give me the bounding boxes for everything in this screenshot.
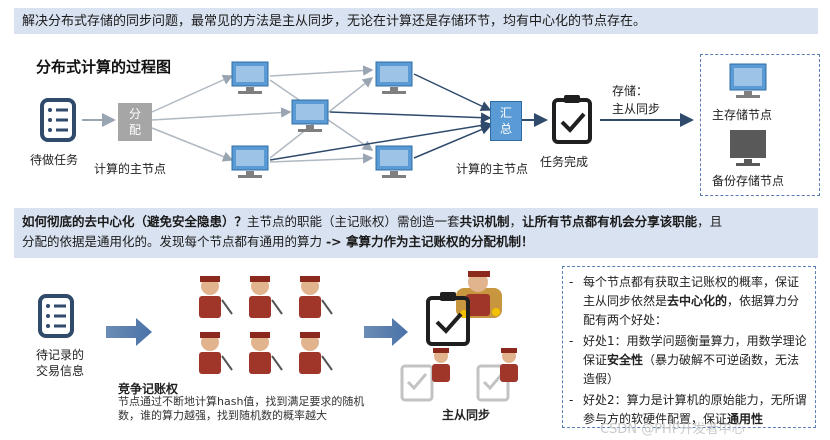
consensus-diagram — [38, 271, 518, 402]
clipboard-check-icon — [426, 292, 470, 346]
distributed-compute-diagram — [40, 61, 767, 178]
flow-arrow-icon — [106, 318, 152, 346]
mid-banner-bold: 共识机制 — [459, 214, 510, 229]
notes-item: 每个节点都有获取主记账权的概率，保证主从同步依然是去中心化的，依据算力分配有两个… — [563, 273, 809, 330]
compete-title: 竞争记账权 — [118, 382, 179, 396]
pending-label-2: 交易信息 — [36, 364, 85, 378]
aggregate-box: 汇 总 — [490, 101, 522, 141]
master-node-right-label: 计算的主节点 — [456, 162, 529, 176]
mid-banner-bold: -> 拿算力作为主记账权的分配机制！ — [325, 234, 534, 249]
winner-miner-icon — [456, 271, 502, 318]
notes-bold: 通用性 — [727, 412, 764, 426]
storage-note-line1: 存储： — [612, 84, 649, 98]
miner-icon — [299, 332, 333, 374]
diagram1-title: 分布式计算的过程图 — [36, 58, 172, 76]
mid-banner-text: 主节点的职能（主记账权）需创造一套 — [247, 214, 460, 229]
notes-text: 好处1：用数学问题衡量算力，用数学理论保证 — [583, 334, 807, 367]
mid-banner-bold: 让所有节点都有机会分享该职能 — [522, 214, 698, 229]
flow-arrow-icon — [364, 318, 408, 346]
clipboard-check-icon — [400, 364, 434, 402]
miner-icon — [500, 348, 518, 382]
computer-icon — [231, 145, 269, 178]
computer-icon — [291, 99, 329, 132]
primary-storage-computer-icon — [729, 63, 767, 98]
notes-text: 每个节点都有获取主记账权的概率，保证主从同步依然是 — [583, 275, 800, 308]
top-banner: 解决分布式存储的同步问题，最常见的方法是主从同步，无论在计算还是存储环节，均有中… — [14, 8, 818, 34]
miner-icon — [199, 276, 233, 318]
primary-storage-label: 主存储节点 — [712, 108, 773, 122]
master-node-left-label: 计算的主节点 — [94, 162, 167, 176]
mid-banner-question: 如何彻底的去中心化（避免安全隐患）？ — [22, 214, 248, 229]
notes-bold: 安全性 — [607, 353, 644, 367]
notes-text: 好处2：算力是计算机的原始能力，无所谓参与方的软硬件配置，保证 — [583, 393, 807, 426]
backup-storage-label: 备份存储节点 — [712, 174, 785, 188]
mid-banner-text: ，且 — [697, 214, 723, 229]
top-banner-text: 解决分布式存储的同步问题，最常见的方法是主从同步，无论在计算还是存储环节，均有中… — [22, 14, 647, 29]
miner-figures — [199, 276, 333, 374]
notes-item: 好处1：用数学问题衡量算力，用数学理论保证安全性（暴力破解不可逆函数，无法造假） — [563, 332, 809, 389]
miner-icon — [249, 276, 283, 318]
notes-text: （暴力破解不可逆函数，无法造假） — [583, 353, 800, 386]
storage-group-box — [700, 54, 820, 196]
task-done-label: 任务完成 — [540, 155, 589, 169]
task-label: 待做任务 — [30, 153, 79, 167]
clipboard-check-icon — [552, 95, 592, 144]
compete-desc: 节点通过不断地计算hash值，找到满足要求的随机数，谁的算力越强，找到随机数的概… — [118, 395, 365, 422]
notes-bold: 去中心化的 — [667, 294, 728, 308]
storage-note-line2: 主从同步 — [612, 102, 661, 116]
notes-panel: 每个节点都有获取主记账权的概率，保证主从同步依然是去中心化的，依据算力分配有两个… — [562, 266, 816, 428]
distribute-box: 分 配 — [118, 103, 152, 141]
computer-icon — [375, 61, 413, 94]
watermark: CSDN @PHP开发者中心 — [600, 422, 745, 437]
miner-icon — [432, 348, 450, 382]
computer-icon — [375, 145, 413, 178]
backup-storage-computer-icon — [730, 130, 766, 166]
pending-list-icon — [38, 294, 74, 338]
aggregate-lines — [269, 73, 492, 161]
miner-icon — [249, 332, 283, 374]
mid-banner: 如何彻底的去中心化（避免安全隐患）？主节点的职能（主记账权）需创造一套共识机制，… — [14, 208, 818, 258]
clipboard-check-icon — [476, 364, 510, 402]
miner-icon — [299, 276, 333, 318]
pending-label-1: 待记录的 — [36, 348, 85, 362]
miner-icon — [199, 332, 233, 374]
mid-banner-text: ， — [509, 214, 523, 229]
notes-item: 好处2：算力是计算机的原始能力，无所谓参与方的软硬件配置，保证通用性 — [563, 391, 809, 429]
notes-text: ，依据算力分配有两个好处： — [583, 294, 800, 327]
mid-banner-text: 分配的依据是通用化的。发现每个节点都有通用的算力 — [22, 234, 326, 249]
master-slave-label: 主从同步 — [442, 408, 491, 422]
task-list-icon — [40, 98, 76, 142]
computer-icon — [231, 61, 269, 94]
